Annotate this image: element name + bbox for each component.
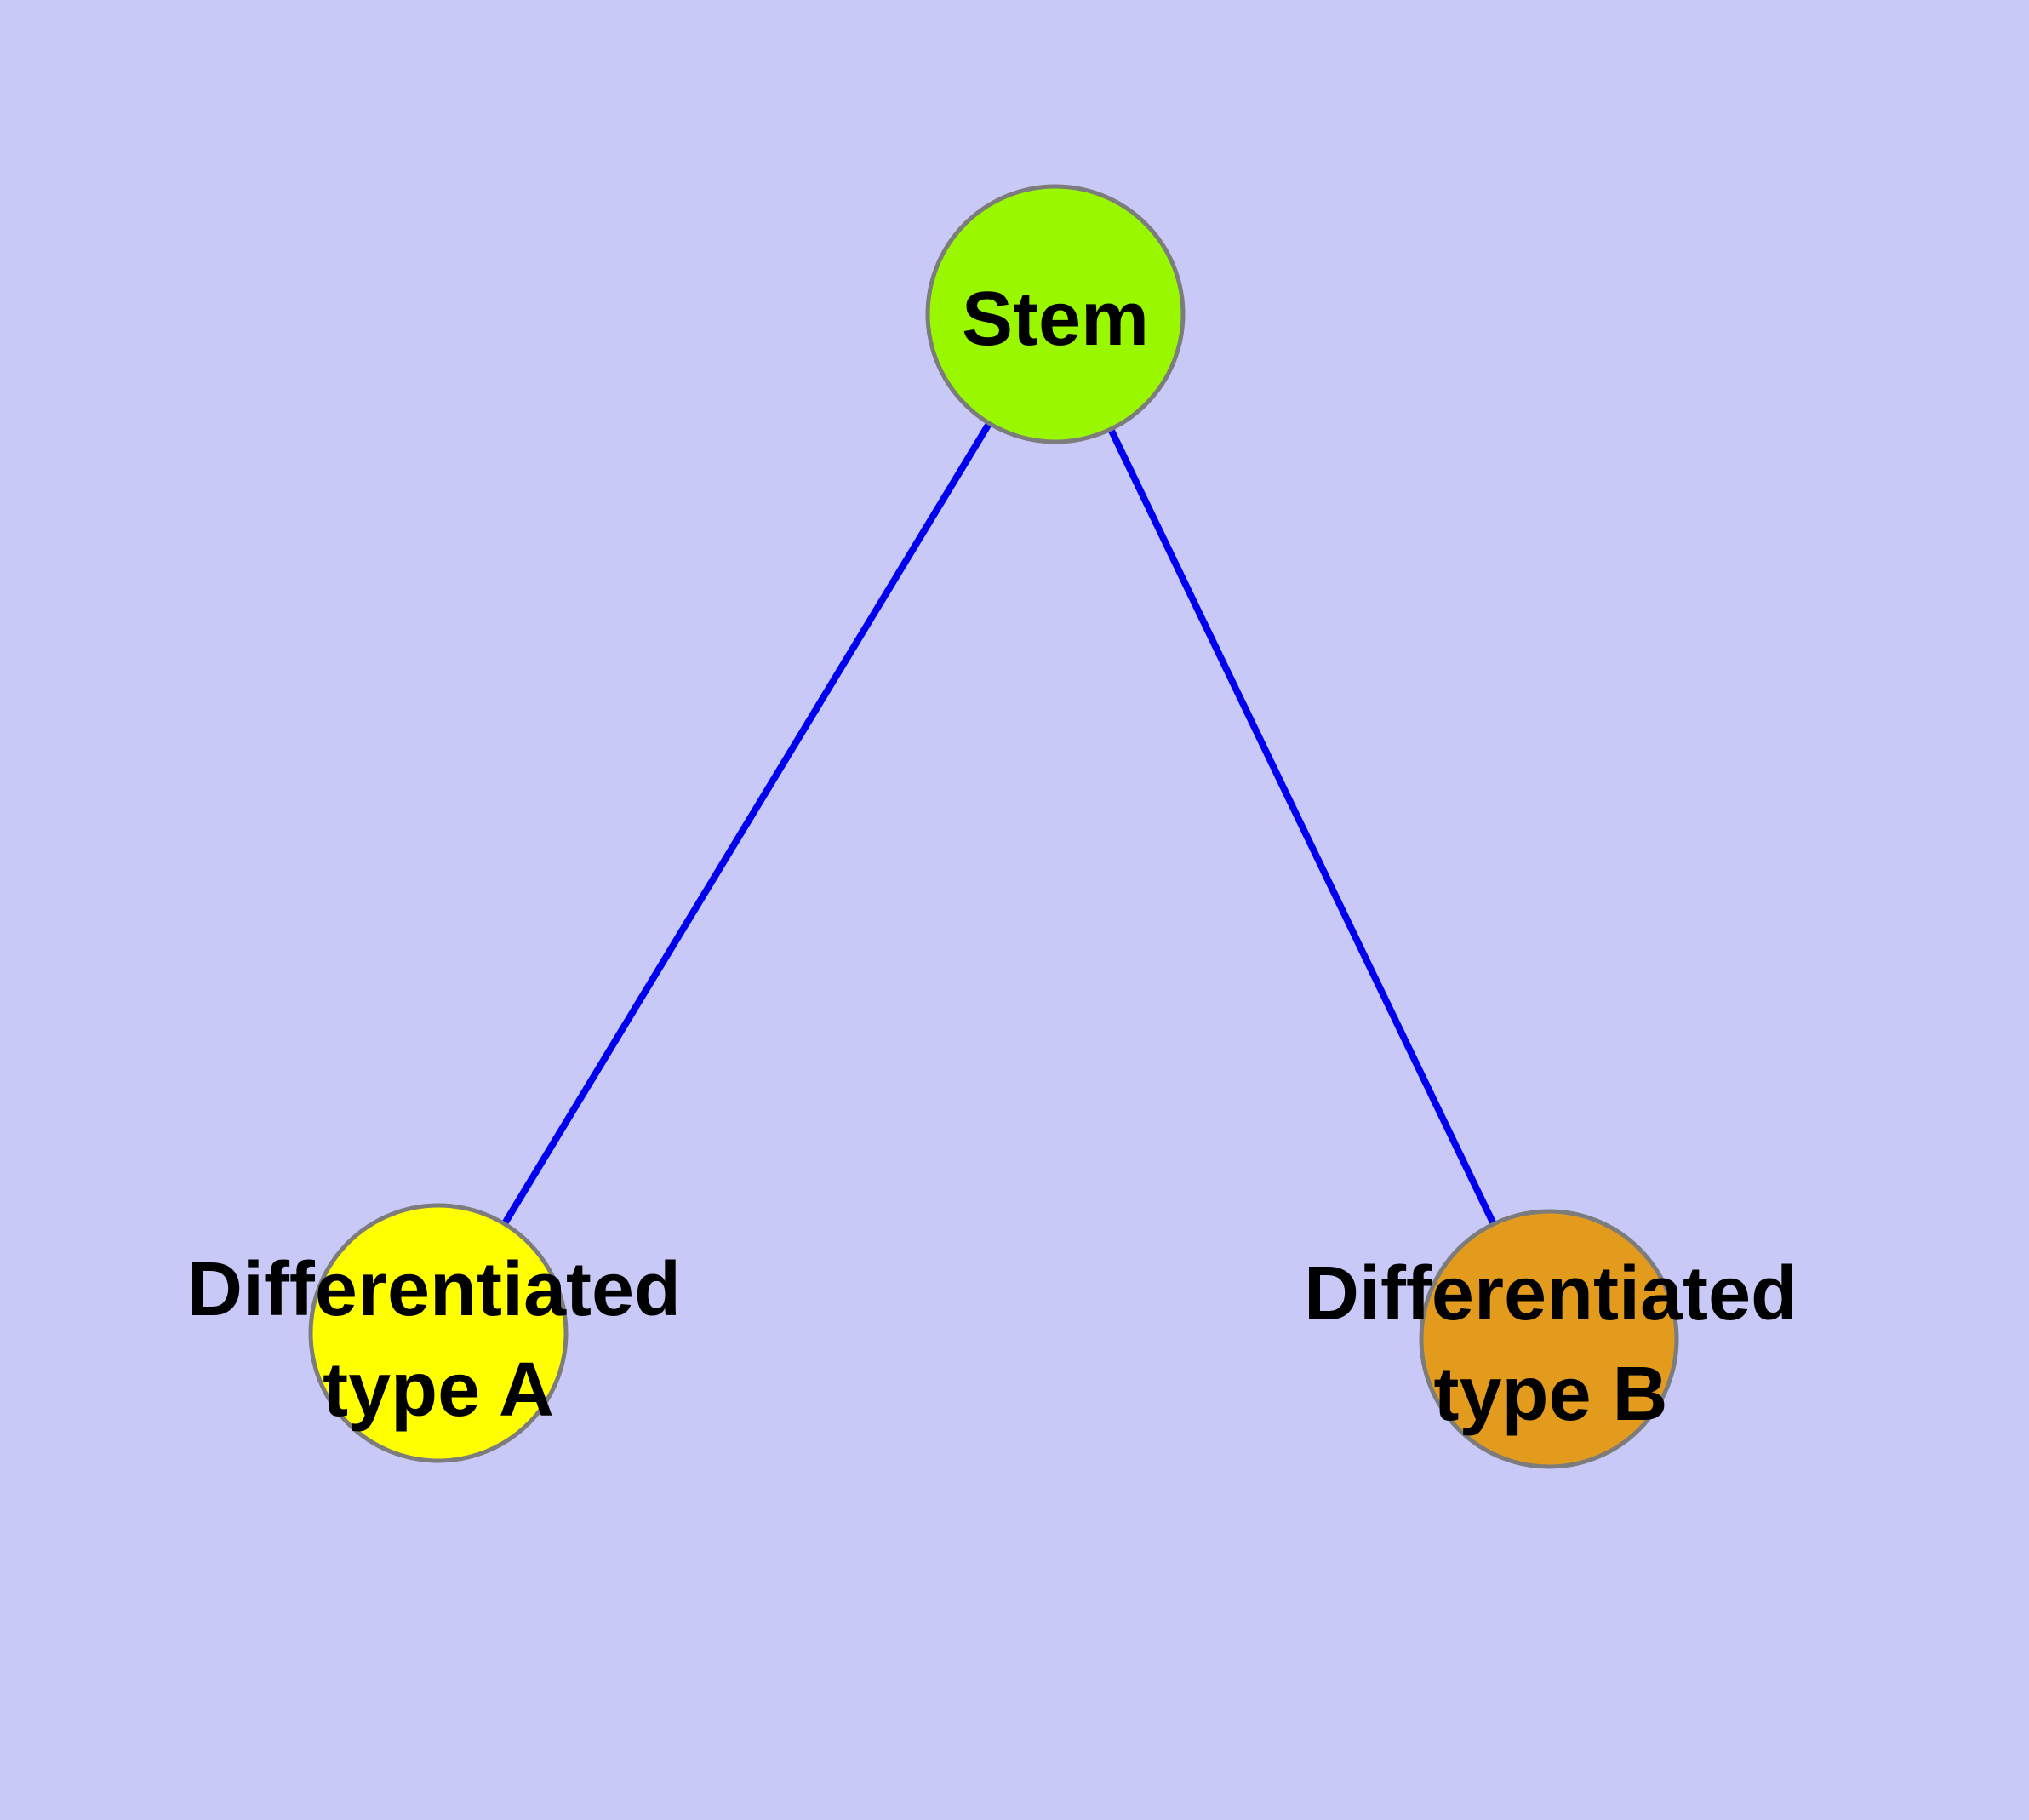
edge-stem-to-type-a (435, 312, 1059, 1336)
type-a-node-label-line2: type A (323, 1348, 554, 1433)
node-differentiated-type-b: Differentiated type B (1304, 1209, 1798, 1469)
type-a-node-label-line1: Differentiated (187, 1247, 681, 1332)
edge-stem-to-type-b (1052, 312, 1552, 1341)
stem-node-circle (925, 184, 1186, 444)
type-b-node-label-line2: type B (1433, 1352, 1667, 1437)
node-stem: Stem (925, 184, 1186, 444)
stem-node-label: Stem (962, 277, 1149, 362)
type-b-node-label-line1: Differentiated (1304, 1251, 1798, 1336)
node-differentiated-type-a: Differentiated type A (187, 1203, 681, 1463)
type-b-node-circle (1419, 1209, 1679, 1469)
type-a-node-circle (308, 1203, 569, 1463)
